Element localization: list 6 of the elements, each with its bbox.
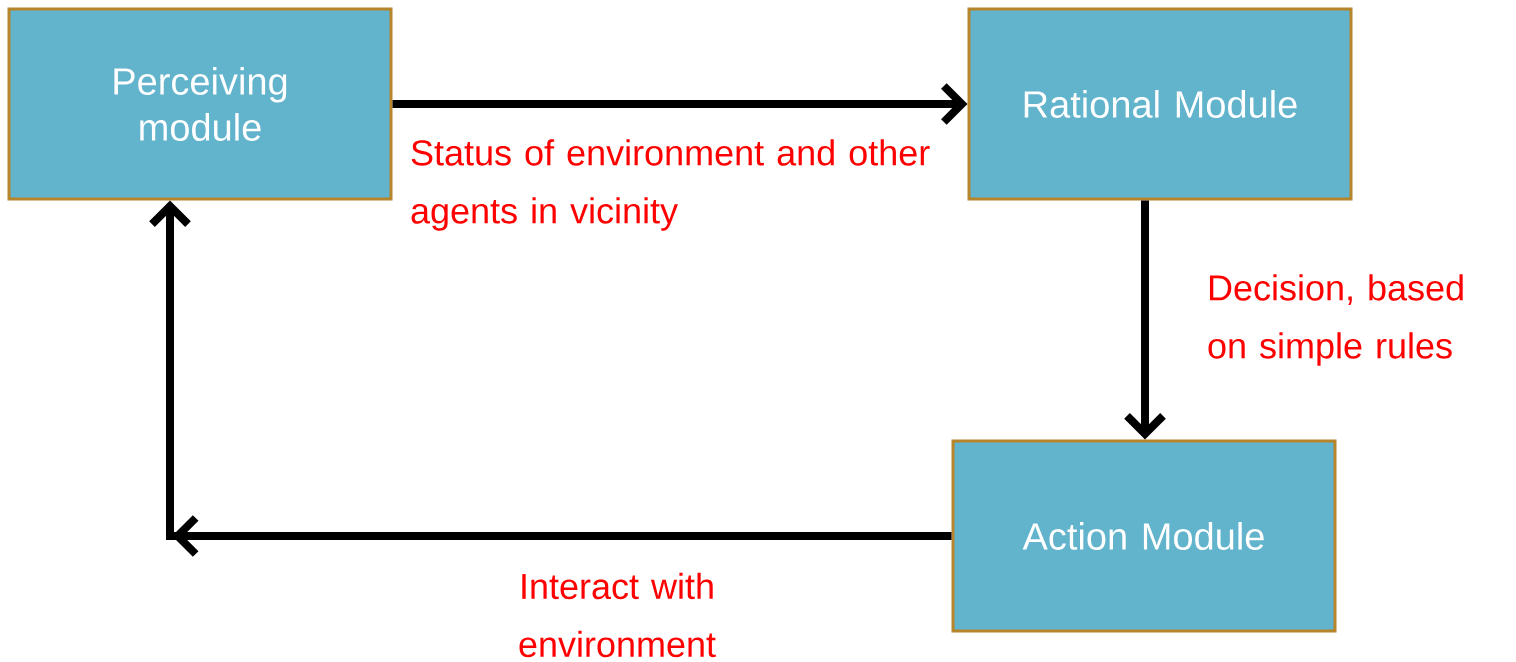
edge-label: Interact with environment <box>519 572 716 658</box>
module-box: Action Module <box>951 439 1337 633</box>
edge-label: Status of environment and other agents in vicinity <box>411 139 930 231</box>
module-box: Perceiving module <box>7 7 393 201</box>
edge-label: Decision, based on simple rules <box>1208 274 1463 366</box>
module-box: Rational Module <box>967 7 1353 201</box>
